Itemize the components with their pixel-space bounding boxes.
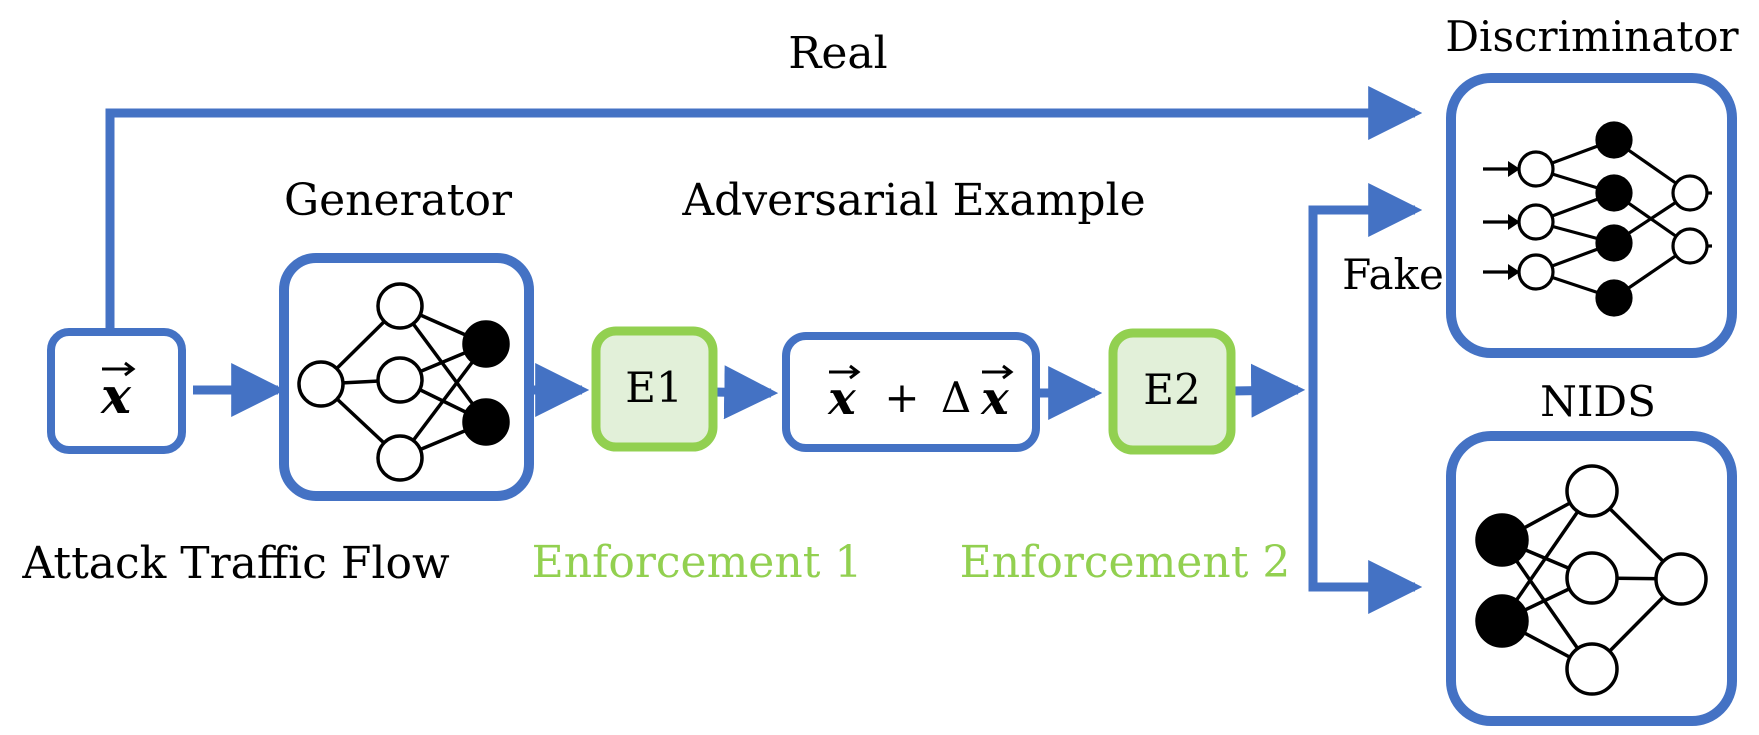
to-nids-arrow (1308, 390, 1423, 614)
nids-box (1446, 431, 1737, 726)
e2-label: E2 (1143, 365, 1200, 414)
real-label: Real (788, 28, 887, 79)
input-symbol: x (100, 366, 132, 425)
vector-arrow-icon (102, 361, 136, 377)
e1-label: E1 (625, 363, 682, 412)
perturbed-x-symbol: x (827, 371, 856, 425)
adversarial-example-box: x + Δ x (782, 332, 1040, 452)
generator-box (279, 253, 534, 501)
vector-arrow-icon (829, 364, 861, 380)
real-arrow (105, 86, 1423, 330)
attack-traffic-flow-label: Attack Traffic Flow (21, 538, 450, 589)
discriminator-label: Discriminator (1445, 12, 1739, 61)
nids-label: NIDS (1540, 377, 1656, 426)
enforcement-1-label: Enforcement 1 (532, 537, 863, 588)
enforcement-2-label: Enforcement 2 (960, 537, 1291, 588)
e1-to-adversarial-arrow (712, 365, 779, 420)
neural-network-icon (1483, 121, 1712, 317)
e2-to-split-arrow (1231, 363, 1306, 418)
flow-arrows (105, 86, 1423, 614)
delta-symbol: Δ (941, 373, 971, 422)
plus-sign: + (884, 373, 919, 422)
fake-arrow (1308, 183, 1423, 390)
e1-box: E1 (591, 326, 718, 452)
neural-network-icon (1475, 464, 1708, 696)
adversarial-example-label: Adversarial Example (681, 175, 1145, 226)
generator-label: Generator (284, 175, 513, 226)
fake-label: Fake (1342, 250, 1444, 299)
neural-network-icon (297, 282, 510, 482)
e2-box: E2 (1108, 328, 1236, 455)
vector-arrow-icon (982, 364, 1014, 380)
delta-x-symbol: x (980, 371, 1009, 425)
input-box: x (47, 328, 186, 454)
discriminator-box (1446, 73, 1737, 358)
